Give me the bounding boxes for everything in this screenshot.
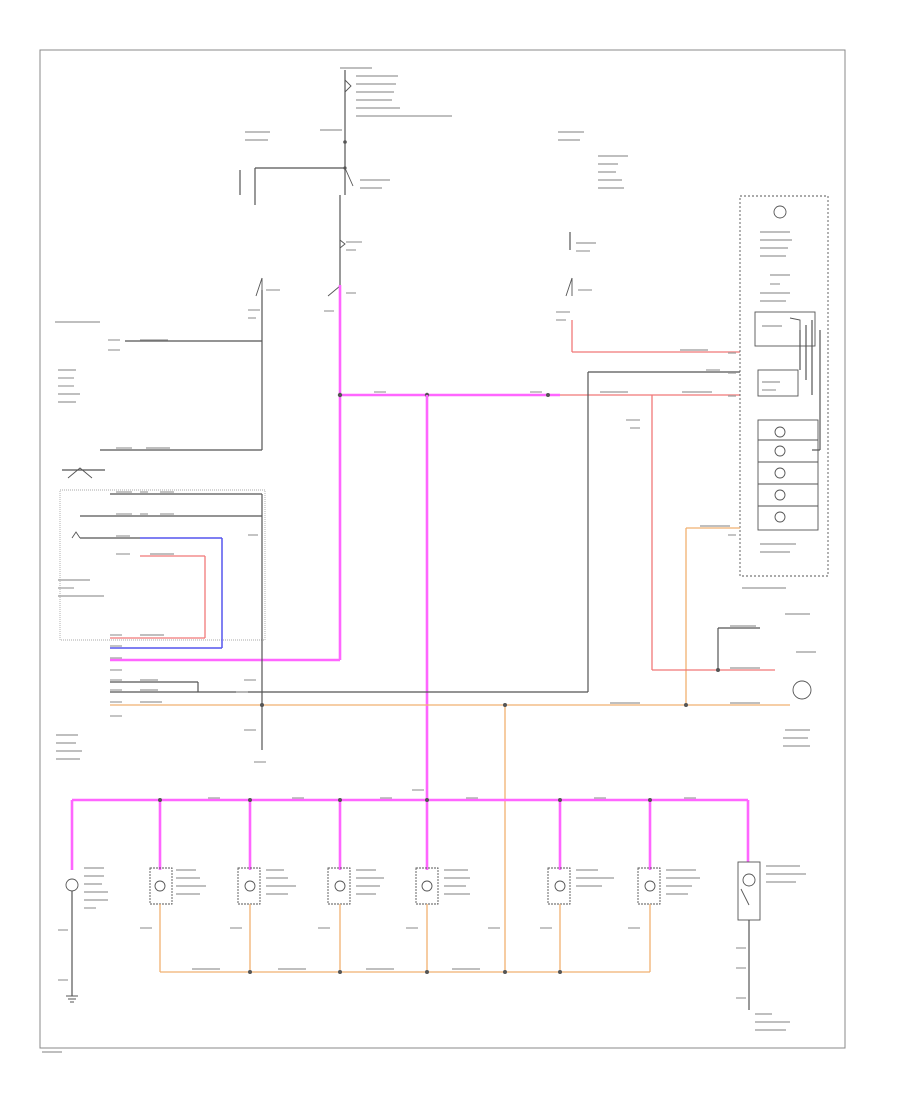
switch-left [248, 277, 280, 319]
left-harness-labels [55, 290, 263, 450]
fuse-to-pink-feed [324, 195, 362, 312]
glove-box-lamp-icon [792, 680, 812, 700]
hot-at-all-times-fuse [340, 67, 452, 117]
ground-icon [66, 995, 78, 1003]
lamp-1 [58, 867, 108, 1003]
lamp-7 [628, 867, 700, 929]
meter-lamp-icon [773, 205, 787, 219]
pink-bus-lower [70, 789, 750, 870]
switch-right [556, 277, 592, 321]
lamp-2 [140, 867, 206, 929]
glove-box-lamp [651, 395, 816, 747]
meter-feed-lines [571, 320, 740, 692]
headlight-switch [239, 110, 390, 205]
lamp-5 [406, 867, 500, 929]
combination-switch [58, 447, 266, 659]
lamp-row [58, 861, 806, 1031]
lower-left-harness [56, 494, 790, 972]
lamp-4 [318, 867, 384, 929]
lamp-3 [230, 867, 296, 929]
fuse-panel-right [558, 131, 628, 252]
orange-ground-return [159, 904, 651, 974]
pink-bus-main [110, 285, 740, 800]
lamp-6 [540, 867, 614, 929]
orange-meter-line [685, 525, 740, 705]
lamp-8-switch [736, 861, 806, 1031]
diagram-frame [39, 49, 846, 1049]
combination-meter [728, 195, 829, 589]
switch-icon [740, 888, 750, 906]
lamp-icon [65, 878, 79, 892]
